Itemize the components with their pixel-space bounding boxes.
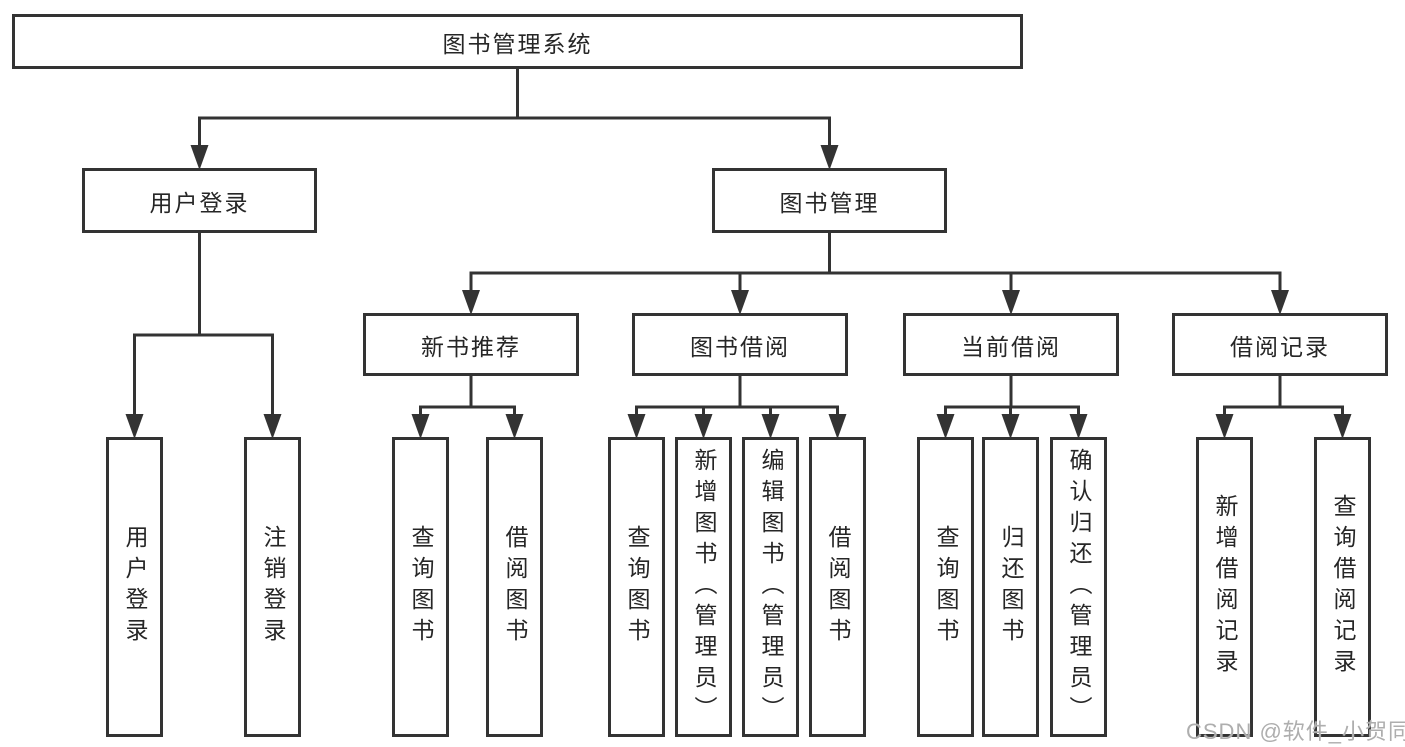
node-label-ul-login: 用户登录 — [122, 525, 148, 649]
node-cb-return: 归还图书 — [982, 437, 1039, 737]
watermark: CSDN @软件_小贺同学 — [1186, 719, 1405, 744]
node-ul-logout: 注销登录 — [244, 437, 301, 737]
node-label-current-borrow: 当前借阅 — [961, 333, 1061, 360]
node-label-new-book-rec: 新书推荐 — [421, 333, 521, 360]
node-new-book-rec: 新书推荐 — [363, 313, 579, 376]
node-br-add: 新增借阅记录 — [1196, 437, 1253, 737]
node-ul-login: 用户登录 — [106, 437, 163, 737]
node-label-user-login: 用户登录 — [149, 189, 250, 216]
node-label-ul-logout: 注销登录 — [260, 525, 286, 649]
node-nb-borrow: 借阅图书 — [486, 437, 543, 737]
node-label-bb-add: 新增图书（管理员） — [691, 447, 717, 727]
node-nb-query: 查询图书 — [392, 437, 449, 737]
node-label-bb-borrow: 借阅图书 — [825, 525, 851, 649]
node-label-bb-edit: 编辑图书（管理员） — [758, 447, 784, 727]
node-label-bb-query: 查询图书 — [624, 525, 650, 649]
node-label-nb-query: 查询图书 — [408, 525, 434, 649]
node-root: 图书管理系统 — [12, 14, 1023, 69]
node-label-borrow-records: 借阅记录 — [1230, 333, 1330, 360]
node-label-root: 图书管理系统 — [442, 30, 593, 57]
node-label-book-mgmt: 图书管理 — [779, 189, 880, 216]
node-label-cb-confirm: 确认归还（管理员） — [1066, 447, 1092, 727]
node-label-nb-borrow: 借阅图书 — [502, 525, 528, 649]
node-label-br-query: 查询借阅记录 — [1330, 494, 1356, 680]
node-bb-edit: 编辑图书（管理员） — [742, 437, 799, 737]
node-cb-confirm: 确认归还（管理员） — [1050, 437, 1107, 737]
node-book-borrow: 图书借阅 — [632, 313, 848, 376]
node-label-cb-return: 归还图书 — [998, 525, 1024, 649]
node-bb-query: 查询图书 — [608, 437, 665, 737]
node-current-borrow: 当前借阅 — [903, 313, 1119, 376]
node-cb-query: 查询图书 — [917, 437, 974, 737]
node-borrow-records: 借阅记录 — [1172, 313, 1388, 376]
node-book-mgmt: 图书管理 — [712, 168, 947, 233]
node-label-br-add: 新增借阅记录 — [1212, 494, 1238, 680]
node-user-login: 用户登录 — [82, 168, 317, 233]
node-label-book-borrow: 图书借阅 — [690, 333, 790, 360]
node-label-cb-query: 查询图书 — [933, 525, 959, 649]
node-bb-borrow: 借阅图书 — [809, 437, 866, 737]
node-br-query: 查询借阅记录 — [1314, 437, 1371, 737]
node-bb-add: 新增图书（管理员） — [675, 437, 732, 737]
